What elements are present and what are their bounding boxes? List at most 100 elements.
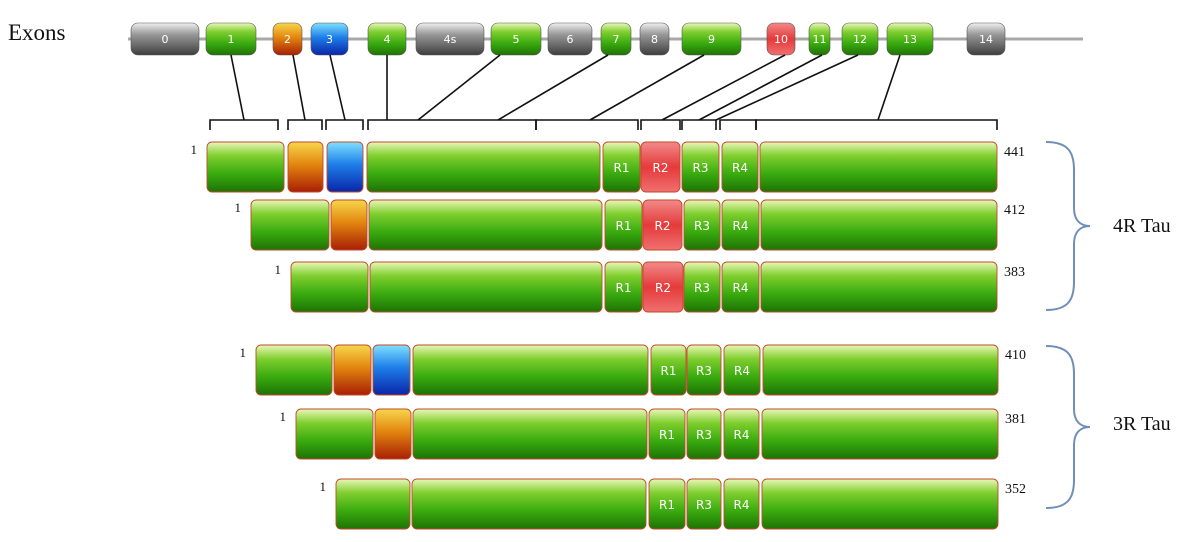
domain-r4: R4 bbox=[721, 141, 759, 193]
exon-10: 10 bbox=[766, 22, 796, 56]
isoform-end-label: 381 bbox=[1005, 412, 1026, 427]
exon-5: 5 bbox=[490, 22, 542, 56]
domain-blue bbox=[372, 344, 411, 396]
isoform-end-label: 352 bbox=[1005, 482, 1026, 497]
exon-label: 4s bbox=[444, 33, 457, 46]
isoform-start-label: 1 bbox=[280, 409, 287, 424]
domain-green bbox=[412, 408, 648, 460]
domain-r3: R3 bbox=[686, 478, 722, 530]
exon-connector bbox=[329, 54, 346, 121]
exon-13: 13 bbox=[886, 22, 934, 56]
isoform-end-label: 410 bbox=[1005, 348, 1026, 363]
domain-r1: R1 bbox=[650, 344, 687, 396]
exon-connector bbox=[661, 54, 786, 121]
exon-bracket bbox=[535, 119, 639, 130]
domain-label: R4 bbox=[734, 428, 750, 442]
brace-3r-tau bbox=[1045, 345, 1091, 509]
exon-4s: 4s bbox=[415, 22, 485, 56]
exon-label: 9 bbox=[708, 33, 715, 46]
domain-r3: R3 bbox=[681, 141, 720, 193]
domain-label: R4 bbox=[734, 364, 750, 378]
exon-bracket bbox=[325, 119, 364, 130]
domain-label: R4 bbox=[734, 498, 750, 512]
domain-r3: R3 bbox=[686, 408, 722, 460]
domain-green bbox=[255, 344, 333, 396]
exon-14: 14 bbox=[966, 22, 1006, 56]
domain-green bbox=[759, 141, 998, 193]
domain-label: R4 bbox=[733, 281, 749, 295]
domain-label: R2 bbox=[653, 161, 669, 175]
domain-label: R3 bbox=[694, 281, 710, 295]
domain-label: R3 bbox=[693, 161, 709, 175]
group-label-4r-tau: 4R Tau bbox=[1113, 215, 1171, 237]
domain-green bbox=[206, 141, 285, 193]
domain-label: R4 bbox=[733, 219, 749, 233]
domain-r3: R3 bbox=[683, 261, 721, 313]
exon-bracket bbox=[755, 119, 998, 130]
exon-label: 7 bbox=[613, 33, 620, 46]
exon-connector bbox=[292, 54, 306, 121]
domain-r1: R1 bbox=[604, 261, 643, 313]
exon-connector bbox=[417, 54, 501, 121]
domain-green bbox=[369, 261, 603, 313]
exon-bracket bbox=[209, 119, 279, 130]
domain-green bbox=[760, 261, 998, 313]
exon-6: 6 bbox=[547, 22, 593, 56]
domain-r2: R2 bbox=[642, 261, 684, 313]
exon-connector bbox=[698, 54, 823, 121]
domain-label: R3 bbox=[696, 498, 712, 512]
domain-label: R1 bbox=[614, 161, 630, 175]
exon-8: 8 bbox=[639, 22, 670, 56]
exon-9: 9 bbox=[681, 22, 742, 56]
isoform-start-label: 1 bbox=[320, 479, 327, 494]
domain-r2: R2 bbox=[640, 141, 681, 193]
exon-11: 11 bbox=[808, 22, 831, 56]
exon-label: 3 bbox=[326, 33, 333, 46]
domain-r1: R1 bbox=[648, 408, 686, 460]
exon-label: 2 bbox=[284, 33, 291, 46]
isoform-end-label: 441 bbox=[1004, 145, 1025, 160]
domain-green bbox=[250, 199, 330, 251]
domain-label: R1 bbox=[616, 219, 632, 233]
exon-label: 0 bbox=[162, 33, 169, 46]
domain-orange bbox=[330, 199, 368, 251]
domain-green bbox=[368, 199, 603, 251]
exon-label: 13 bbox=[903, 33, 917, 46]
exon-label: 11 bbox=[813, 33, 827, 46]
domain-orange bbox=[333, 344, 372, 396]
domain-r4: R4 bbox=[723, 478, 760, 530]
exon-bracket bbox=[681, 119, 717, 130]
exons-label: Exons bbox=[8, 20, 66, 45]
exon-connector bbox=[877, 54, 901, 121]
domain-r2: R2 bbox=[642, 199, 683, 251]
isoform-start-label: 1 bbox=[191, 142, 198, 157]
isoform-end-label: 412 bbox=[1004, 203, 1025, 218]
domain-orange bbox=[374, 408, 412, 460]
domain-blue bbox=[326, 141, 364, 193]
domain-label: R2 bbox=[655, 281, 671, 295]
isoform-start-label: 1 bbox=[240, 345, 247, 360]
domain-label: R1 bbox=[659, 428, 675, 442]
domain-r4: R4 bbox=[721, 261, 760, 313]
domain-label: R1 bbox=[616, 281, 632, 295]
exon-label: 5 bbox=[513, 33, 520, 46]
exon-7: 7 bbox=[600, 22, 632, 56]
exon-3: 3 bbox=[310, 22, 349, 56]
domain-r3: R3 bbox=[683, 199, 721, 251]
exon-12: 12 bbox=[841, 22, 879, 56]
domain-green bbox=[366, 141, 601, 193]
isoform-end-label: 383 bbox=[1004, 265, 1025, 280]
isoform-start-label: 1 bbox=[235, 200, 242, 215]
exon-bracket bbox=[719, 119, 757, 130]
domain-green bbox=[762, 344, 999, 396]
domain-label: R4 bbox=[732, 161, 748, 175]
exon-bracket bbox=[367, 119, 537, 130]
exon-connector bbox=[230, 54, 245, 121]
exon-0: 0 bbox=[130, 22, 200, 56]
domain-green bbox=[761, 478, 999, 530]
domain-green bbox=[290, 261, 369, 313]
